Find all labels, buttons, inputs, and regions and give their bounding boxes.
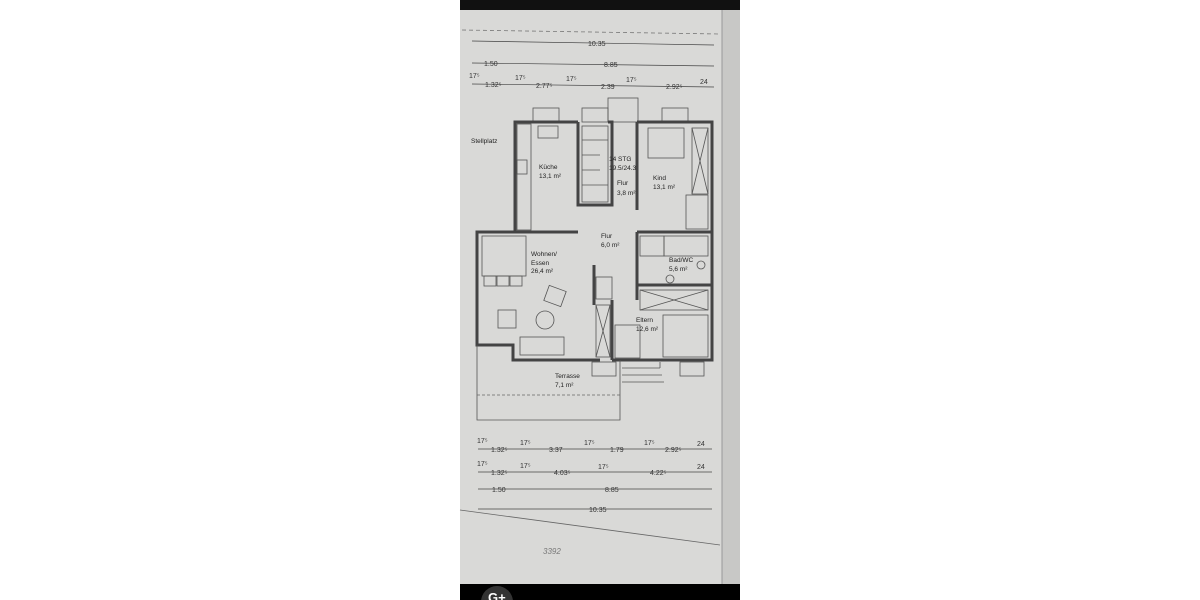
label-stellplatz: Stellplatz: [471, 138, 497, 145]
dim-top-6: 2.77⁵: [536, 83, 553, 90]
label-wohnen-2: Essen: [531, 260, 549, 267]
dim-bot-18: 8.85: [605, 487, 619, 494]
dim-top-2: 8.85: [604, 62, 618, 69]
lens-button-label: G+: [488, 590, 506, 600]
floor-plan-photo: 10.35 1.50 8.85 17⁵ 1.32⁵ 17⁵ 2.77⁵ 17⁵ …: [459, 10, 740, 584]
area-wohnen: 26,4 m²: [531, 268, 554, 275]
area-kind: 13,1 m²: [653, 184, 676, 191]
dim-top-1: 1.50: [484, 61, 498, 68]
area-terrasse: 7,1 m²: [555, 382, 574, 389]
dim-bot-5: 17⁵: [584, 440, 595, 447]
dim-bot-13: 4.03⁵: [554, 470, 571, 477]
dim-top-4: 1.32⁵: [485, 82, 502, 89]
label-kueche: Küche: [539, 164, 558, 171]
area-kueche: 13,1 m²: [539, 173, 562, 180]
lens-button[interactable]: G+: [481, 586, 513, 600]
dim-top-8: 2.39: [601, 84, 615, 91]
label-stairs: 14 STG: [609, 156, 631, 163]
dim-bot-9: 24: [697, 441, 705, 448]
dim-bot-16: 24: [697, 464, 705, 471]
dim-bot-3: 17⁵: [520, 440, 531, 447]
dim-top-5: 17⁵: [515, 75, 526, 82]
dim-overall-top: 10.35: [588, 41, 606, 48]
area-flur-lower: 6,0 m²: [601, 242, 620, 249]
dim-top-7: 17⁵: [566, 76, 577, 83]
room-labels: Stellplatz Küche 13,1 m² 14 STG 19.5/24.…: [471, 138, 694, 389]
area-eltern: 12,6 m²: [636, 326, 659, 333]
dim-bot-12: 17⁵: [520, 463, 531, 470]
dim-bot-8: 2.92⁵: [665, 447, 682, 454]
bottom-dimensions: 17⁵ 1.32⁵ 17⁵ 3.37 17⁵ 1.79 17⁵ 2.92⁵ 24…: [477, 438, 712, 556]
dim-bot-6: 1.79: [610, 447, 624, 454]
dim-bot-1: 17⁵: [477, 438, 488, 445]
dim-bot-2: 1.32⁵: [491, 447, 508, 454]
stairs-ratio: 19.5/24.3: [609, 165, 636, 172]
dim-top-10: 2.92⁵: [666, 84, 683, 91]
dim-bot-17: 1.50: [492, 487, 506, 494]
area-flur-upper: 3,8 m²: [617, 190, 636, 197]
dim-bot-4: 3.37: [549, 447, 563, 454]
label-bad: Bad/WC: [669, 257, 694, 264]
label-flur-lower: Flur: [601, 233, 613, 240]
label-terrasse: Terrasse: [555, 373, 580, 380]
label-kind: Kind: [653, 175, 666, 182]
dim-overall-bottom: 10.35: [589, 507, 607, 514]
top-dimensions: 10.35 1.50 8.85 17⁵ 1.32⁵ 17⁵ 2.77⁵ 17⁵ …: [469, 40, 715, 91]
dim-top-3: 17⁵: [469, 73, 480, 80]
dim-bot-11: 1.32⁵: [491, 470, 508, 477]
label-flur-upper: Flur: [617, 180, 629, 187]
label-eltern: Eltern: [636, 317, 653, 324]
dim-bot-14: 17⁵: [598, 464, 609, 471]
dim-top-11: 24: [700, 79, 708, 86]
dim-bot-7: 17⁵: [644, 440, 655, 447]
parcel-number: 3392: [543, 547, 561, 556]
dim-bot-10: 17⁵: [477, 461, 488, 468]
bottom-bar: [460, 584, 740, 600]
walls: [475, 97, 714, 421]
dim-top-9: 17⁵: [626, 77, 637, 84]
area-bad: 5,6 m²: [669, 266, 688, 273]
label-wohnen-1: Wohnen/: [531, 251, 557, 258]
dim-bot-15: 4.22⁵: [650, 470, 667, 477]
